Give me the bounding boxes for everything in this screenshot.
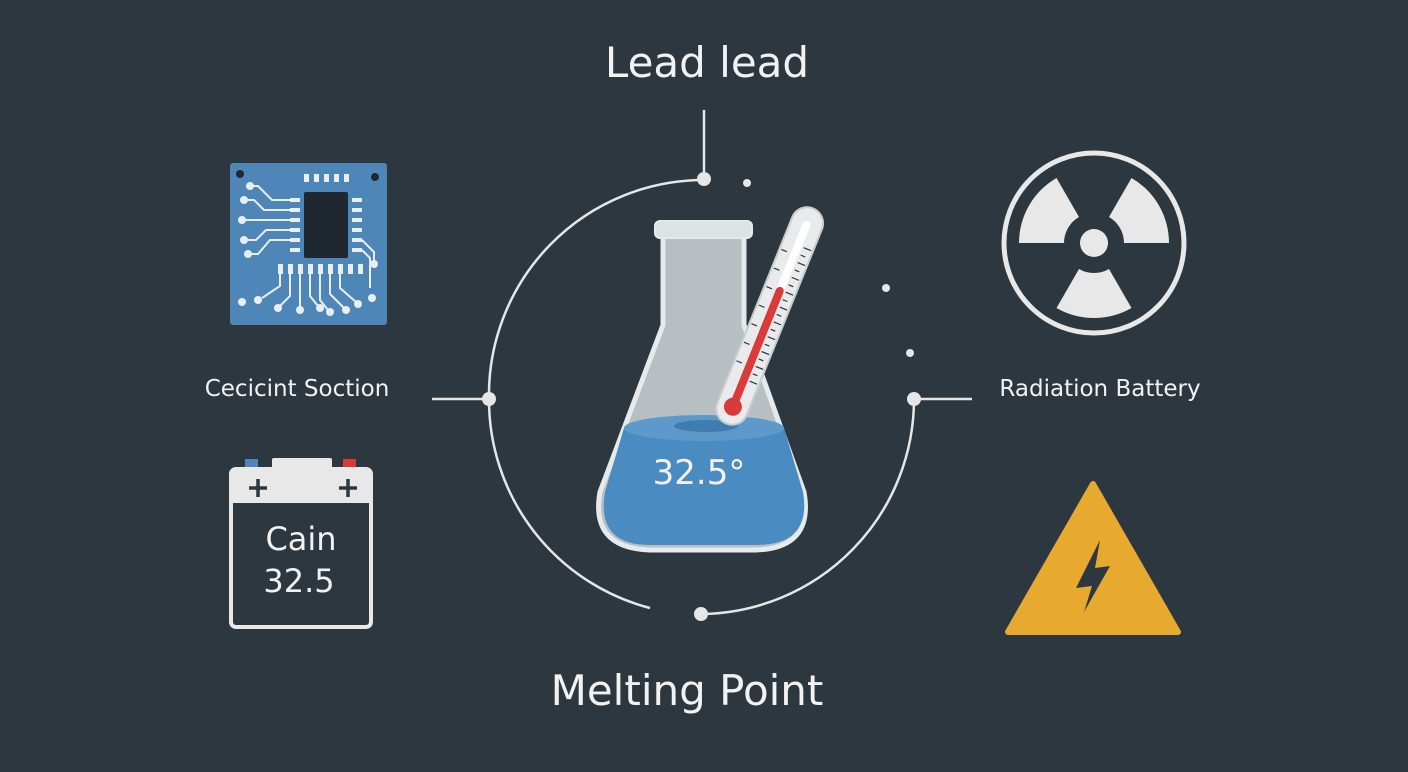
dot bbox=[882, 284, 890, 292]
left-node bbox=[482, 392, 496, 406]
right-arc bbox=[702, 398, 916, 616]
thermometer-icon bbox=[715, 206, 825, 426]
dot bbox=[743, 179, 751, 187]
label-right: Radiation Battery bbox=[999, 376, 1201, 402]
bottom-node bbox=[694, 607, 708, 621]
connector-nodes bbox=[482, 172, 921, 621]
right-node bbox=[907, 392, 921, 406]
left-arc bbox=[487, 178, 705, 610]
battery-icon: Cain 32.5 bbox=[229, 458, 373, 629]
battery-line1: Cain bbox=[265, 520, 336, 558]
flask-readout: 32.5° bbox=[653, 453, 746, 493]
radiation-icon bbox=[1001, 150, 1187, 336]
high-voltage-warning-icon bbox=[1005, 481, 1181, 635]
battery-line2: 32.5 bbox=[263, 562, 334, 600]
dot bbox=[906, 349, 914, 357]
title-bottom: Melting Point bbox=[550, 666, 824, 715]
flask-icon: 32.5° bbox=[596, 220, 808, 553]
circuit-chip-icon bbox=[230, 163, 387, 325]
connector-lines bbox=[432, 110, 972, 616]
title-top: Lead lead bbox=[604, 38, 810, 87]
label-left: Cecicint Soction bbox=[204, 376, 390, 402]
top-node bbox=[697, 172, 711, 186]
